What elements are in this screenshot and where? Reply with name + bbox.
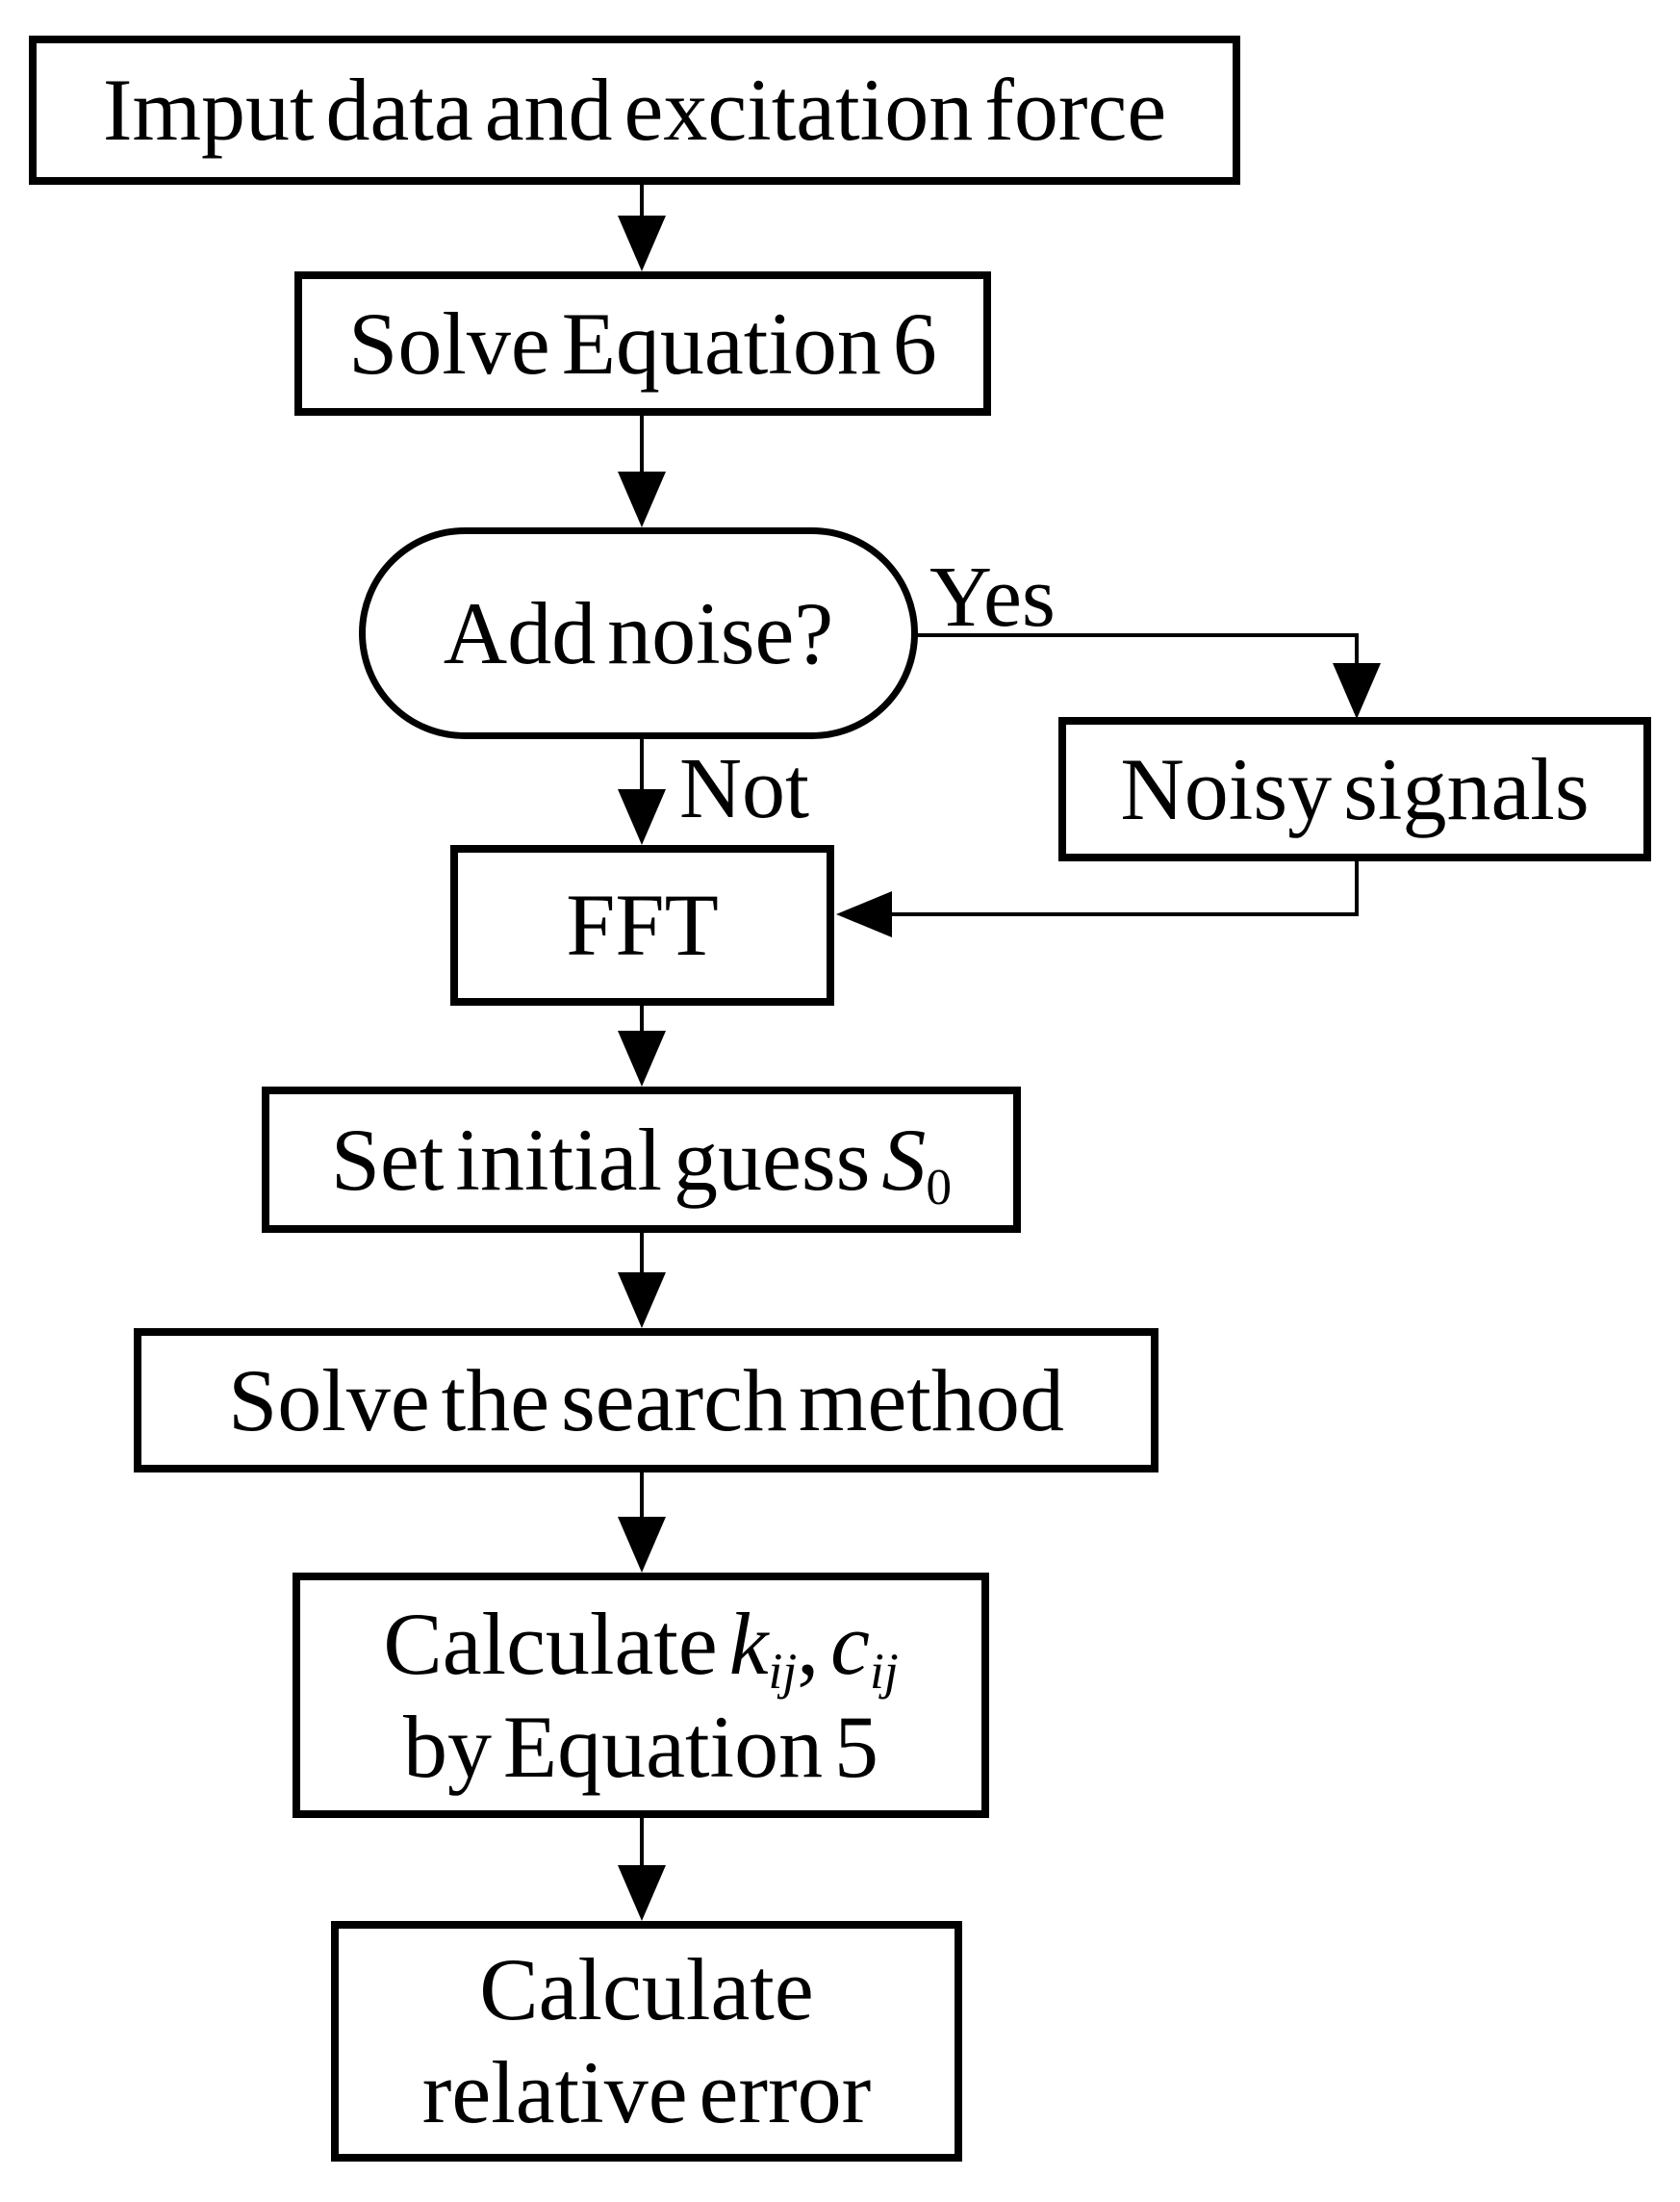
node-fft: FFT [450,845,834,1006]
symbol-k-subscript: ij [768,1641,798,1700]
connector-not-vertical [640,739,644,791]
connector-yes-horizontal [914,633,1359,637]
symbol-c: c [830,1594,870,1693]
node-fft-label: FFT [566,876,719,975]
arrowhead-solve-to-noise [618,472,666,527]
arrowhead-input-to-solve [618,216,666,271]
connector-guess-to-search [640,1233,644,1274]
connector-noisy-feedback-horizontal [888,912,1359,916]
node-noisy-signals: Noisy signals [1058,717,1651,861]
connector-noisy-feedback-vertical [1355,861,1359,916]
node-set-initial-guess: Set initial guess S0 [262,1087,1021,1233]
node-noisy-signals-label: Noisy signals [1120,739,1590,838]
calc-coefficients-line2: by Equation 5 [402,1697,879,1796]
connector-solve-to-noise [640,416,644,474]
arrowhead-calc-to-error [618,1865,666,1921]
calc-coefficients-line1: Calculate kij, cij [383,1594,899,1700]
connector-input-to-solve [640,185,644,218]
node-set-initial-guess-label: Set initial guess S0 [330,1110,953,1216]
node-input-data: Imput data and excitation force [29,36,1240,185]
node-calculate-relative-error-label: Calculate relative error [422,1938,872,2143]
node-input-data-label: Imput data and excitation force [102,61,1167,160]
node-solve-equation-6-label: Solve Equation 6 [348,294,937,393]
node-search-method: Solve the search method [134,1328,1158,1472]
arrowhead-fft-to-guess [618,1031,666,1087]
symbol-k: k [728,1594,769,1693]
node-add-noise: Add noise? [359,527,918,739]
arrowhead-guess-to-search [618,1272,666,1328]
node-calculate-relative-error: Calculate relative error [331,1921,962,2162]
node-calculate-coefficients-label: Calculate kij, cij by Equation 5 [383,1593,898,1798]
connector-yes-vertical [1355,633,1359,669]
arrowhead-search-to-calc [618,1517,666,1573]
connector-search-to-calc [640,1472,644,1519]
arrowhead-noisy-to-fft [836,891,892,937]
node-solve-equation-6: Solve Equation 6 [294,271,991,416]
connector-calc-to-error [640,1818,644,1867]
arrowhead-not-to-fft [618,789,666,845]
arrowhead-yes-to-noisy [1333,663,1381,719]
edge-label-yes: Yes [929,550,1056,645]
connector-fft-to-guess [640,1006,644,1033]
symbol-c-subscript: ij [870,1641,899,1700]
calc-error-line1: Calculate [479,1940,814,2039]
calc-error-line2: relative error [421,2043,872,2141]
edge-label-not: Not [679,741,809,836]
node-add-noise-label: Add noise? [443,583,834,682]
node-calculate-coefficients: Calculate kij, cij by Equation 5 [293,1573,989,1818]
node-search-method-label: Solve the search method [228,1350,1064,1449]
symbol-s-subscript: 0 [926,1157,953,1216]
symbol-s: S [881,1110,927,1209]
